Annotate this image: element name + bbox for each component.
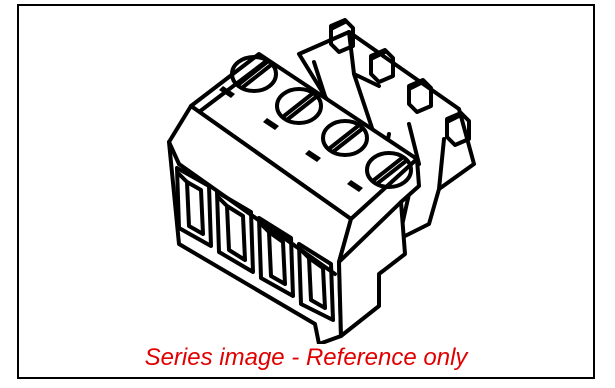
terminal-block-illustration: [167, 18, 476, 344]
contact-pin: [407, 78, 433, 114]
contact-pin: [329, 18, 355, 54]
release-slot: [219, 86, 363, 192]
screw-icon: [365, 151, 413, 189]
contact-pin: [445, 111, 471, 147]
contact-pin: [369, 48, 395, 84]
wire-opening: [297, 242, 335, 322]
screw-icon: [275, 87, 323, 125]
wire-opening: [215, 190, 255, 274]
image-frame: Series image - Reference only: [17, 4, 595, 379]
wire-opening: [175, 166, 213, 248]
reference-caption: Series image - Reference only: [144, 344, 468, 371]
screw-icon: [321, 119, 369, 157]
wire-opening: [257, 216, 295, 298]
screw-icon: [230, 55, 278, 93]
